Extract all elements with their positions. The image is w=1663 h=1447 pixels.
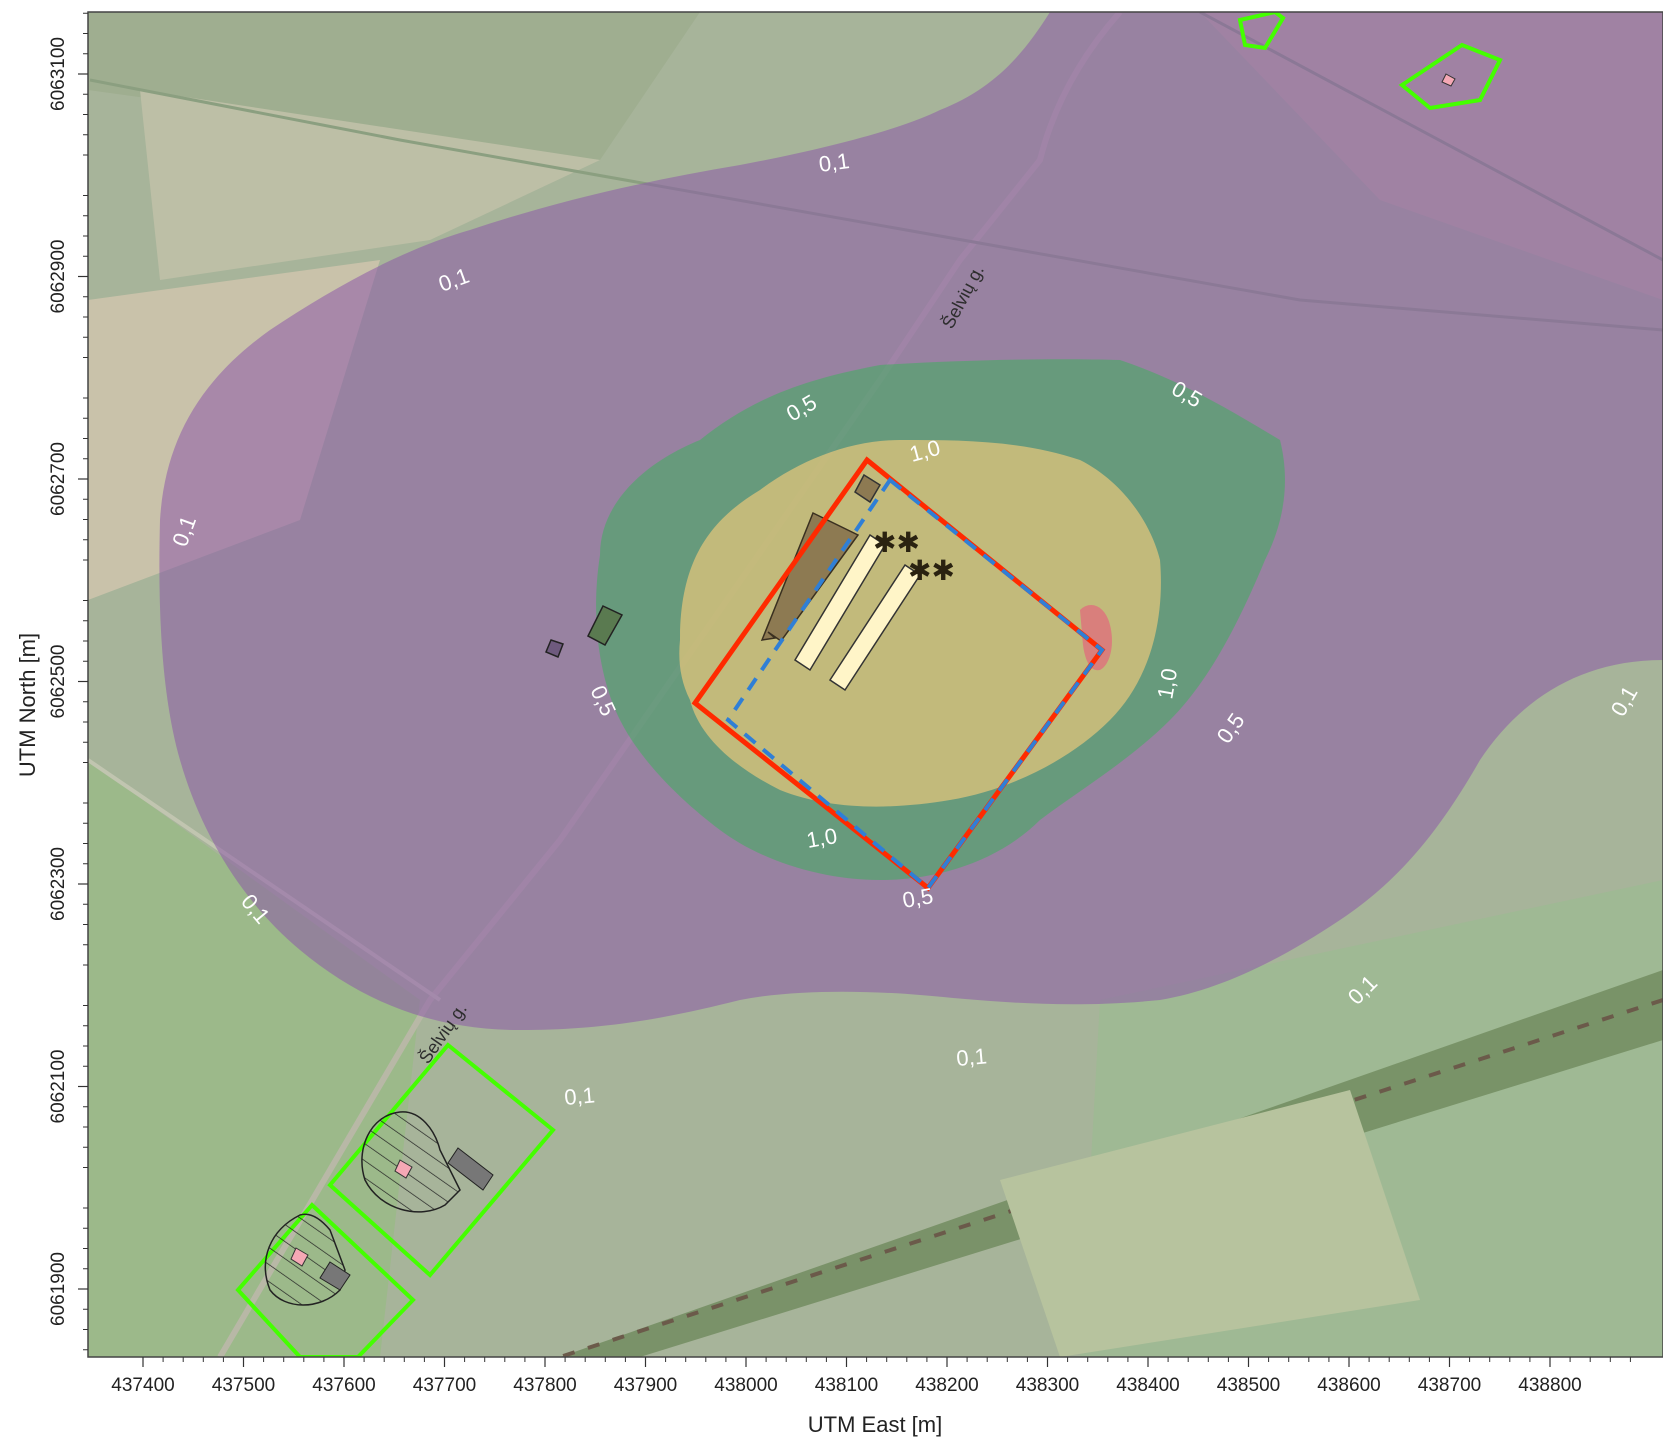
receptor-barn-1 [447,1147,494,1191]
x-tick-label: 437800 [513,1375,576,1396]
x-tick-label: 437500 [212,1375,275,1396]
x-tick-label: 437400 [111,1375,174,1396]
receptor-hatch-1 [361,1111,461,1213]
x-axis: 437400 437500 437600 437700 437800 437900 4380… [111,1357,1631,1396]
x-tick-label: 437900 [614,1375,677,1396]
x-tick-label: 438000 [714,1375,777,1396]
y-tick-label: 6061900 [48,1252,69,1326]
source-marker-2: ✱✱ [908,554,955,587]
building-west-1 [587,605,624,647]
receptor-zone-3 [1237,12,1286,51]
y-tick-label: 6062700 [48,442,69,516]
y-tick-label: 6062900 [48,240,69,314]
site-boundaries [691,456,1106,892]
building-barn-2 [793,533,887,672]
x-tick-label: 438800 [1518,1375,1581,1396]
receptor-house-1 [394,1159,413,1179]
receptor-zone-4 [1398,42,1503,111]
y-tick-label: 6062300 [48,847,69,921]
contour-label: 0,1 [817,148,851,177]
building-small-1 [854,473,882,504]
receptor-zone-2 [235,1202,416,1357]
site-boundary-inner [725,477,1105,891]
x-tick-label: 438100 [815,1375,878,1396]
y-axis: 6063100 6062900 6062700 6062500 6062300 60621… [48,12,88,1351]
contour-fills [159,12,1663,1030]
x-tick-label: 438500 [1217,1375,1280,1396]
plot-frame [87,11,1663,1358]
receptor-house-4 [1441,73,1456,87]
building-barn-3 [828,563,922,692]
buildings: ✱✱ ✱✱ [545,473,955,692]
y-tick-label: 6063100 [48,37,69,111]
x-tick-label: 437700 [413,1375,476,1396]
receptor-barn-2 [319,1261,351,1291]
contour-label: 0,1 [563,1082,596,1110]
x-axis-title: UTM East [m] [808,1412,942,1437]
contour-hotspot [1080,605,1112,671]
y-axis-title: UTM North [m] [15,633,40,777]
x-tick-label: 438700 [1418,1375,1481,1396]
contour-label: 1,0 [1152,666,1182,700]
x-tick-label: 437600 [312,1375,375,1396]
building-barn-1 [760,511,860,643]
receptor-house-2 [290,1247,309,1267]
building-west-2 [545,639,564,658]
receptor-zones [235,12,1503,1357]
x-tick-label: 438400 [1116,1375,1179,1396]
contour-label: 1,0 [805,823,839,853]
source-marker-1: ✱✱ [873,526,920,559]
y-tick-label: 6062100 [48,1050,69,1124]
y-tick-label: 6062500 [48,645,69,719]
x-tick-label: 438600 [1317,1375,1380,1396]
x-tick-label: 438300 [1016,1375,1079,1396]
contour-label: 0,1 [955,1043,988,1071]
contour-1-0-area [679,440,1161,807]
x-tick-label: 438200 [915,1375,978,1396]
contour-label: 0,5 [901,883,935,913]
